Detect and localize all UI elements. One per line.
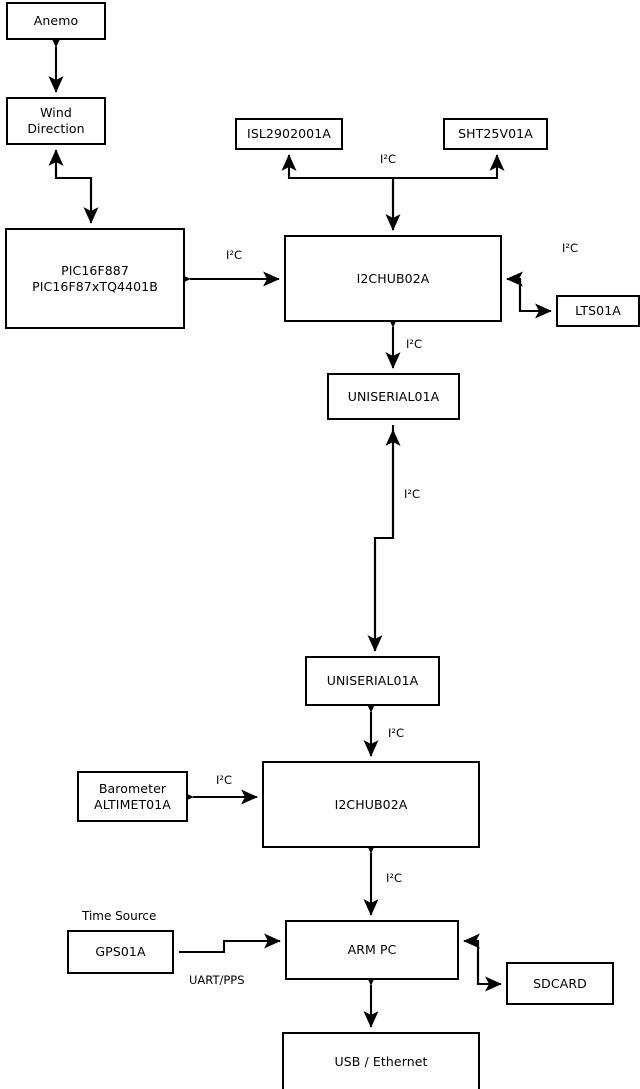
- edge-label-hub-to-sensors: I²C: [380, 152, 397, 166]
- node-usb-ethernet[interactable]: USB / Ethernet: [282, 1032, 480, 1089]
- edge-label-hub-to-uniserial: I²C: [406, 337, 423, 351]
- connector-sdcard-armpc: [463, 933, 501, 986]
- node-sht25v01a[interactable]: SHT25V01A: [443, 118, 548, 150]
- node-sdcard[interactable]: SDCARD: [506, 962, 614, 1005]
- node-i2chub02a-top[interactable]: I2CHUB02A: [284, 235, 502, 322]
- connector-uniserial-link-down: [367, 425, 395, 652]
- connector-lts-hubtop: [506, 271, 551, 313]
- connector-wind-pic-up: [48, 149, 93, 205]
- node-i2chub02a-bottom[interactable]: I2CHUB02A: [262, 761, 480, 848]
- edge-label-uniserial-to-hub2: I²C: [388, 726, 405, 740]
- connector-armpc-sdcard: [464, 939, 502, 992]
- node-uniserial01a-lower[interactable]: UNISERIAL01A: [305, 656, 440, 706]
- edge-label-gps-to-armpc: UART/PPS: [189, 973, 245, 987]
- connector-uniserial-link-up: [373, 429, 401, 651]
- node-pic-mcu[interactable]: PIC16F887 PIC16F87xTQ4401B: [5, 228, 185, 329]
- node-lts01a[interactable]: LTS01A: [556, 295, 640, 327]
- connector-hubtop-isl: [281, 154, 395, 230]
- edge-label-pic-to-hub: I²C: [226, 248, 243, 262]
- node-gps01a[interactable]: GPS01A: [67, 930, 174, 974]
- edge-label-hub2-to-armpc: I²C: [386, 871, 403, 885]
- node-arm-pc[interactable]: ARM PC: [285, 920, 459, 980]
- edge-label-uniserial-link: I²C: [404, 487, 421, 501]
- node-anemo[interactable]: Anemo: [6, 2, 106, 40]
- node-uniserial01a-upper[interactable]: UNISERIAL01A: [327, 373, 460, 420]
- edge-label-barometer-to-hub2: I²C: [216, 773, 233, 787]
- connector-wind-pic-down: [54, 150, 99, 224]
- edge-label-hub-to-lts: I²C: [562, 241, 579, 255]
- node-barometer-altimet01a[interactable]: Barometer ALTIMET01A: [77, 771, 188, 822]
- label-time-source: Time Source: [82, 909, 157, 923]
- connector-gps-armpc: [179, 933, 281, 954]
- node-isl2902001a[interactable]: ISL2902001A: [235, 118, 343, 150]
- connector-hubtop-lts: [507, 277, 552, 319]
- node-wind-direction[interactable]: Wind Direction: [6, 97, 106, 145]
